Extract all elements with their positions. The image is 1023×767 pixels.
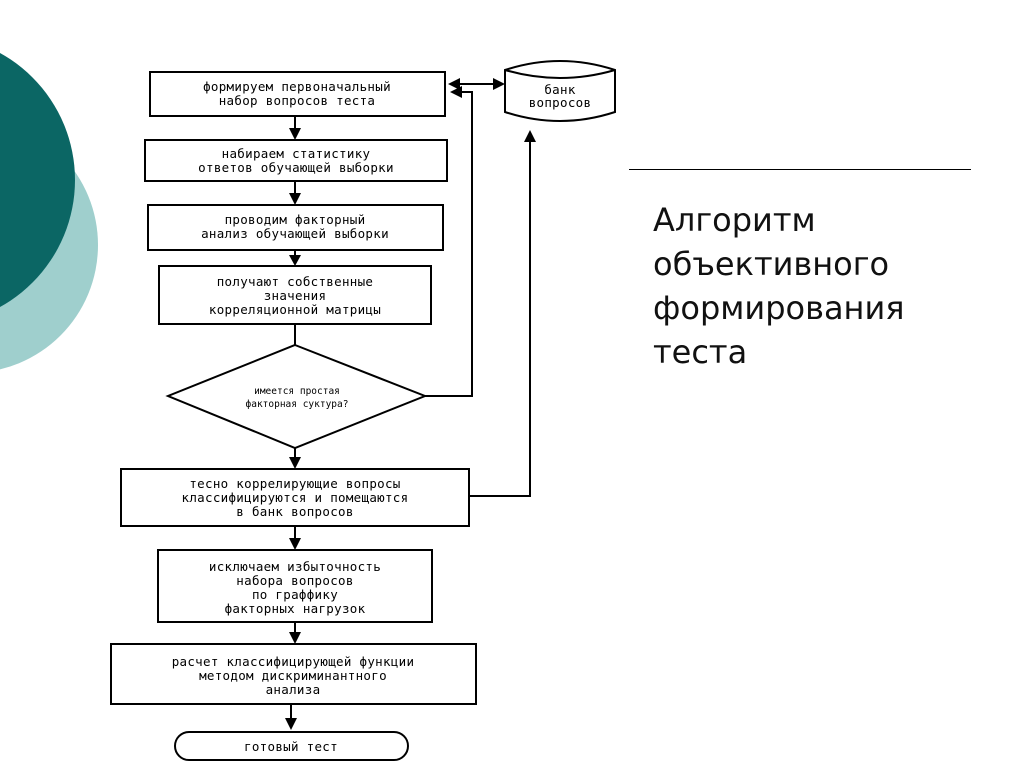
node-step5-box [120, 468, 470, 527]
arrowhead [524, 130, 536, 142]
node-step3-box [147, 204, 444, 251]
title-divider [629, 169, 971, 170]
connector-step5-bank [469, 140, 531, 497]
arrowhead [289, 255, 301, 266]
node-step7: расчет классифицирующей функции методом … [110, 643, 477, 705]
node-bank: банк вопросов [504, 60, 616, 122]
node-end: готовый тест [174, 731, 409, 761]
node-label-line: анализа [266, 682, 321, 697]
node-label-line: анализ обучающей выборки [201, 226, 389, 241]
node-label-line: вопросов [529, 95, 592, 110]
title-line: теста [653, 333, 748, 371]
arrowhead [493, 78, 505, 90]
node-label-line: факторных нагрузок [225, 601, 366, 616]
arrowhead [448, 78, 460, 90]
node-label-line: тесно коррелирующие вопросы [189, 476, 400, 491]
node-label-line: по граффику [252, 587, 338, 602]
node-step1: формируем первоначальный набор вопросов … [149, 71, 446, 117]
node-label-line: методом дискриминантного [199, 668, 387, 683]
node-label-line: в банк вопросов [236, 504, 353, 519]
node-label-line: набираем статистику [222, 146, 371, 161]
node-bank-cylinder-rim [504, 69, 616, 79]
node-end-terminal [174, 731, 409, 761]
node-label-line: проводим факторный [225, 212, 366, 227]
connector-decision-loop [425, 91, 473, 397]
node-step3: проводим факторный анализ обучающей выбо… [147, 204, 444, 251]
connectors [285, 78, 536, 730]
node-label-line: получают собственные [217, 274, 374, 289]
node-label-line: значения [264, 288, 327, 303]
node-label-line: факторная суктура? [246, 399, 349, 410]
node-step4-box [158, 265, 432, 325]
node-step2: набираем статистику ответов обучающей вы… [144, 139, 448, 182]
arrowhead [285, 718, 297, 730]
title-line: объективного [653, 245, 890, 283]
node-label-line: банк [544, 82, 575, 97]
node-step4: получают собственные значения корреляцио… [158, 265, 432, 325]
title-line: формирования [653, 289, 905, 327]
arrowhead [289, 457, 301, 469]
node-label-line: классифицируются и помещаются [182, 490, 409, 505]
node-step7-box [110, 643, 477, 705]
node-label-line: имеется простая [254, 386, 340, 397]
node-step6-box [157, 549, 433, 623]
node-label-line: корреляционной матрицы [209, 302, 381, 317]
node-label-line: формируем первоначальный [203, 79, 391, 94]
node-step6: исключаем избыточность набора вопросов п… [157, 549, 433, 623]
node-label-line: набор вопросов теста [219, 93, 376, 108]
slide-title: Алгоритм объективного формирования теста [653, 198, 983, 374]
node-step5: тесно коррелирующие вопросы классифициру… [120, 468, 470, 527]
node-label-line: набора вопросов [236, 573, 353, 588]
node-label-line: расчет классифицирующей функции [172, 654, 415, 669]
node-label-line: ответов обучающей выборки [198, 160, 394, 175]
arrowhead [289, 632, 301, 644]
arrowhead [289, 128, 301, 140]
node-step1-box [149, 71, 446, 117]
node-label-line: готовый тест [244, 739, 338, 754]
title-line: Алгоритм [653, 201, 816, 239]
node-label-line: исключаем избыточность [209, 559, 381, 574]
node-decision-diamond [165, 343, 428, 450]
arrowhead [289, 538, 301, 550]
arrowhead [289, 193, 301, 205]
node-step2-box [144, 139, 448, 182]
dark-teal-circle [0, 53, 75, 307]
node-decision: имеется простая факторная суктура? [165, 343, 428, 450]
